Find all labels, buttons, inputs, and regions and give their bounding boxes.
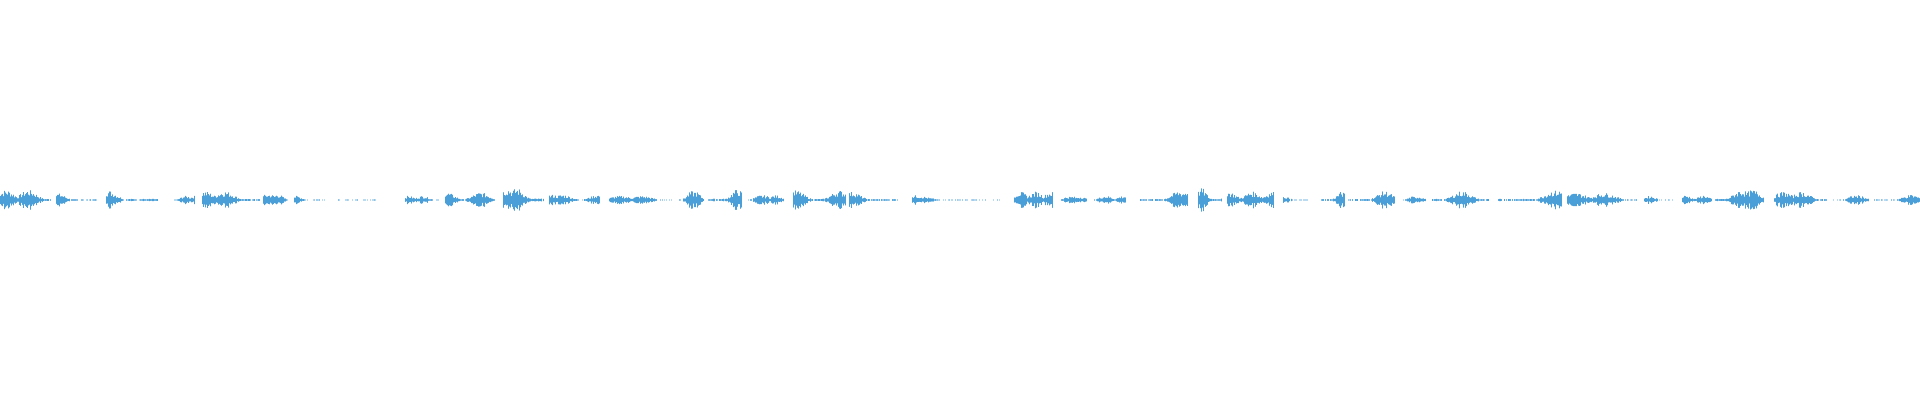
waveform-bars xyxy=(0,188,1920,212)
